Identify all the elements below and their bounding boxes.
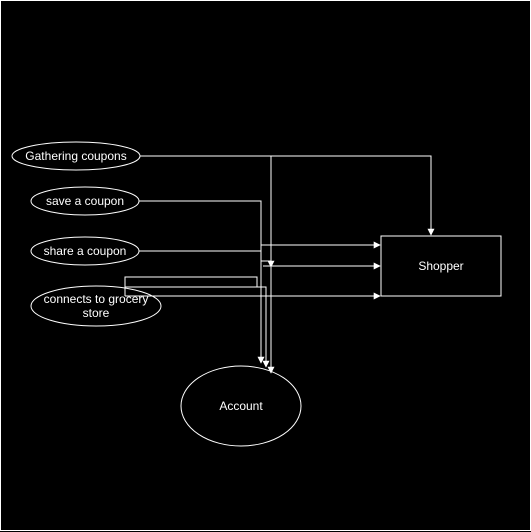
node-connects-to-grocery-store-shape <box>30 285 162 327</box>
node-save-a-coupon-shape <box>30 186 140 216</box>
edge-connects-loop <box>124 276 258 296</box>
edge-gathering-to-shopper <box>140 155 435 236</box>
edge-connects-to-account <box>257 286 270 368</box>
node-share-a-coupon-shape <box>30 236 140 266</box>
node-gathering-coupons-shape <box>11 141 141 171</box>
node-shopper-shape <box>380 235 502 297</box>
edge-share-to-mid <box>261 260 275 268</box>
edge-save-to-account <box>139 200 265 364</box>
node-account-shape <box>180 365 302 447</box>
edge-share-to-shopper <box>139 241 381 252</box>
